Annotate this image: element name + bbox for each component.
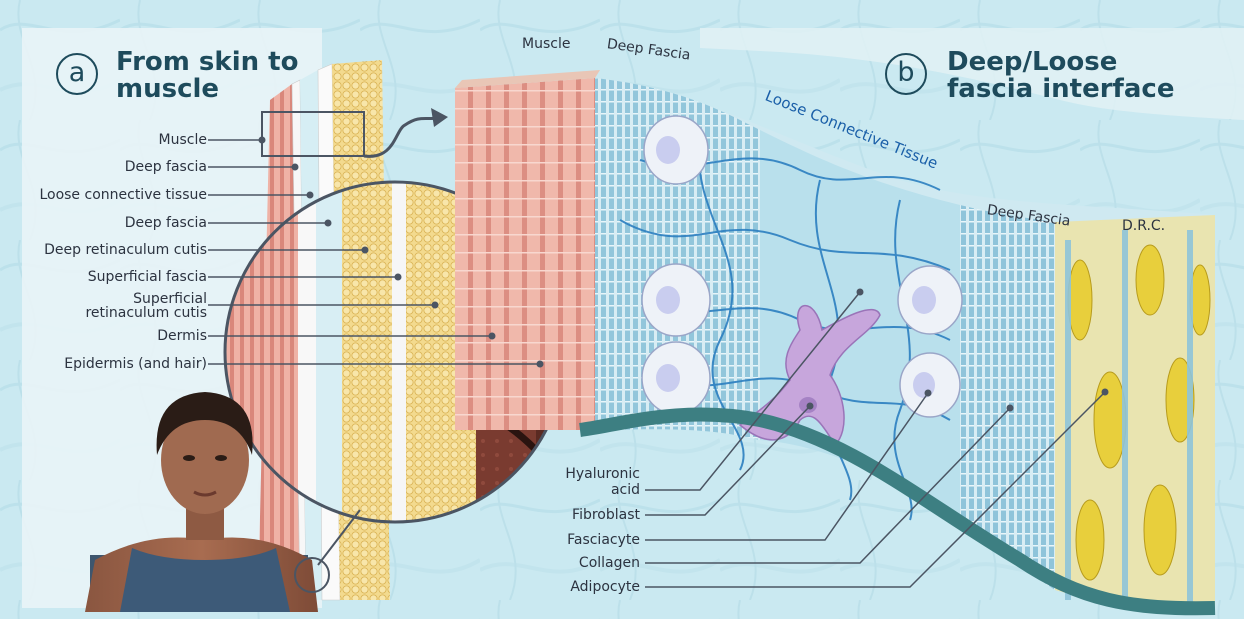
label-deep-fascia-1: Deep fascia bbox=[125, 159, 207, 175]
label-deep-retinaculum-cutis: Deep retinaculum cutis bbox=[44, 242, 207, 258]
label-muscle: Muscle bbox=[159, 132, 207, 148]
panel-a-title-line1: From skin to bbox=[116, 49, 298, 76]
label-epidermis: Epidermis (and hair) bbox=[64, 356, 207, 372]
panel-a-title-line2: muscle bbox=[116, 76, 298, 103]
panel-b-badge: b bbox=[885, 53, 927, 95]
label-superficial-retinaculum-cutis-2: retinaculum cutis bbox=[85, 305, 207, 321]
zone-muscle: Muscle bbox=[522, 36, 570, 52]
label-adipocyte: Adipocyte bbox=[570, 579, 640, 595]
zone-drc: D.R.C. bbox=[1122, 218, 1165, 234]
label-dermis: Dermis bbox=[157, 328, 207, 344]
label-fasciacyte: Fasciacyte bbox=[567, 532, 640, 548]
label-deep-fascia-2: Deep fascia bbox=[125, 215, 207, 231]
label-fibroblast: Fibroblast bbox=[572, 507, 640, 523]
label-loose-connective-tissue: Loose connective tissue bbox=[39, 187, 207, 203]
panel-b-title: Deep/Loose fascia interface bbox=[947, 49, 1174, 103]
panel-b-title-line1: Deep/Loose bbox=[947, 49, 1174, 76]
label-hyaluronic-2: acid bbox=[611, 482, 640, 498]
label-superficial-fascia: Superficial fascia bbox=[88, 269, 207, 285]
panel-a-title: From skin to muscle bbox=[116, 49, 298, 103]
panel-b-title-line2: fascia interface bbox=[947, 76, 1174, 103]
label-collagen: Collagen bbox=[579, 555, 640, 571]
panel-a-badge: a bbox=[56, 53, 98, 95]
label-hyaluronic-1: Hyaluronic bbox=[565, 466, 640, 482]
